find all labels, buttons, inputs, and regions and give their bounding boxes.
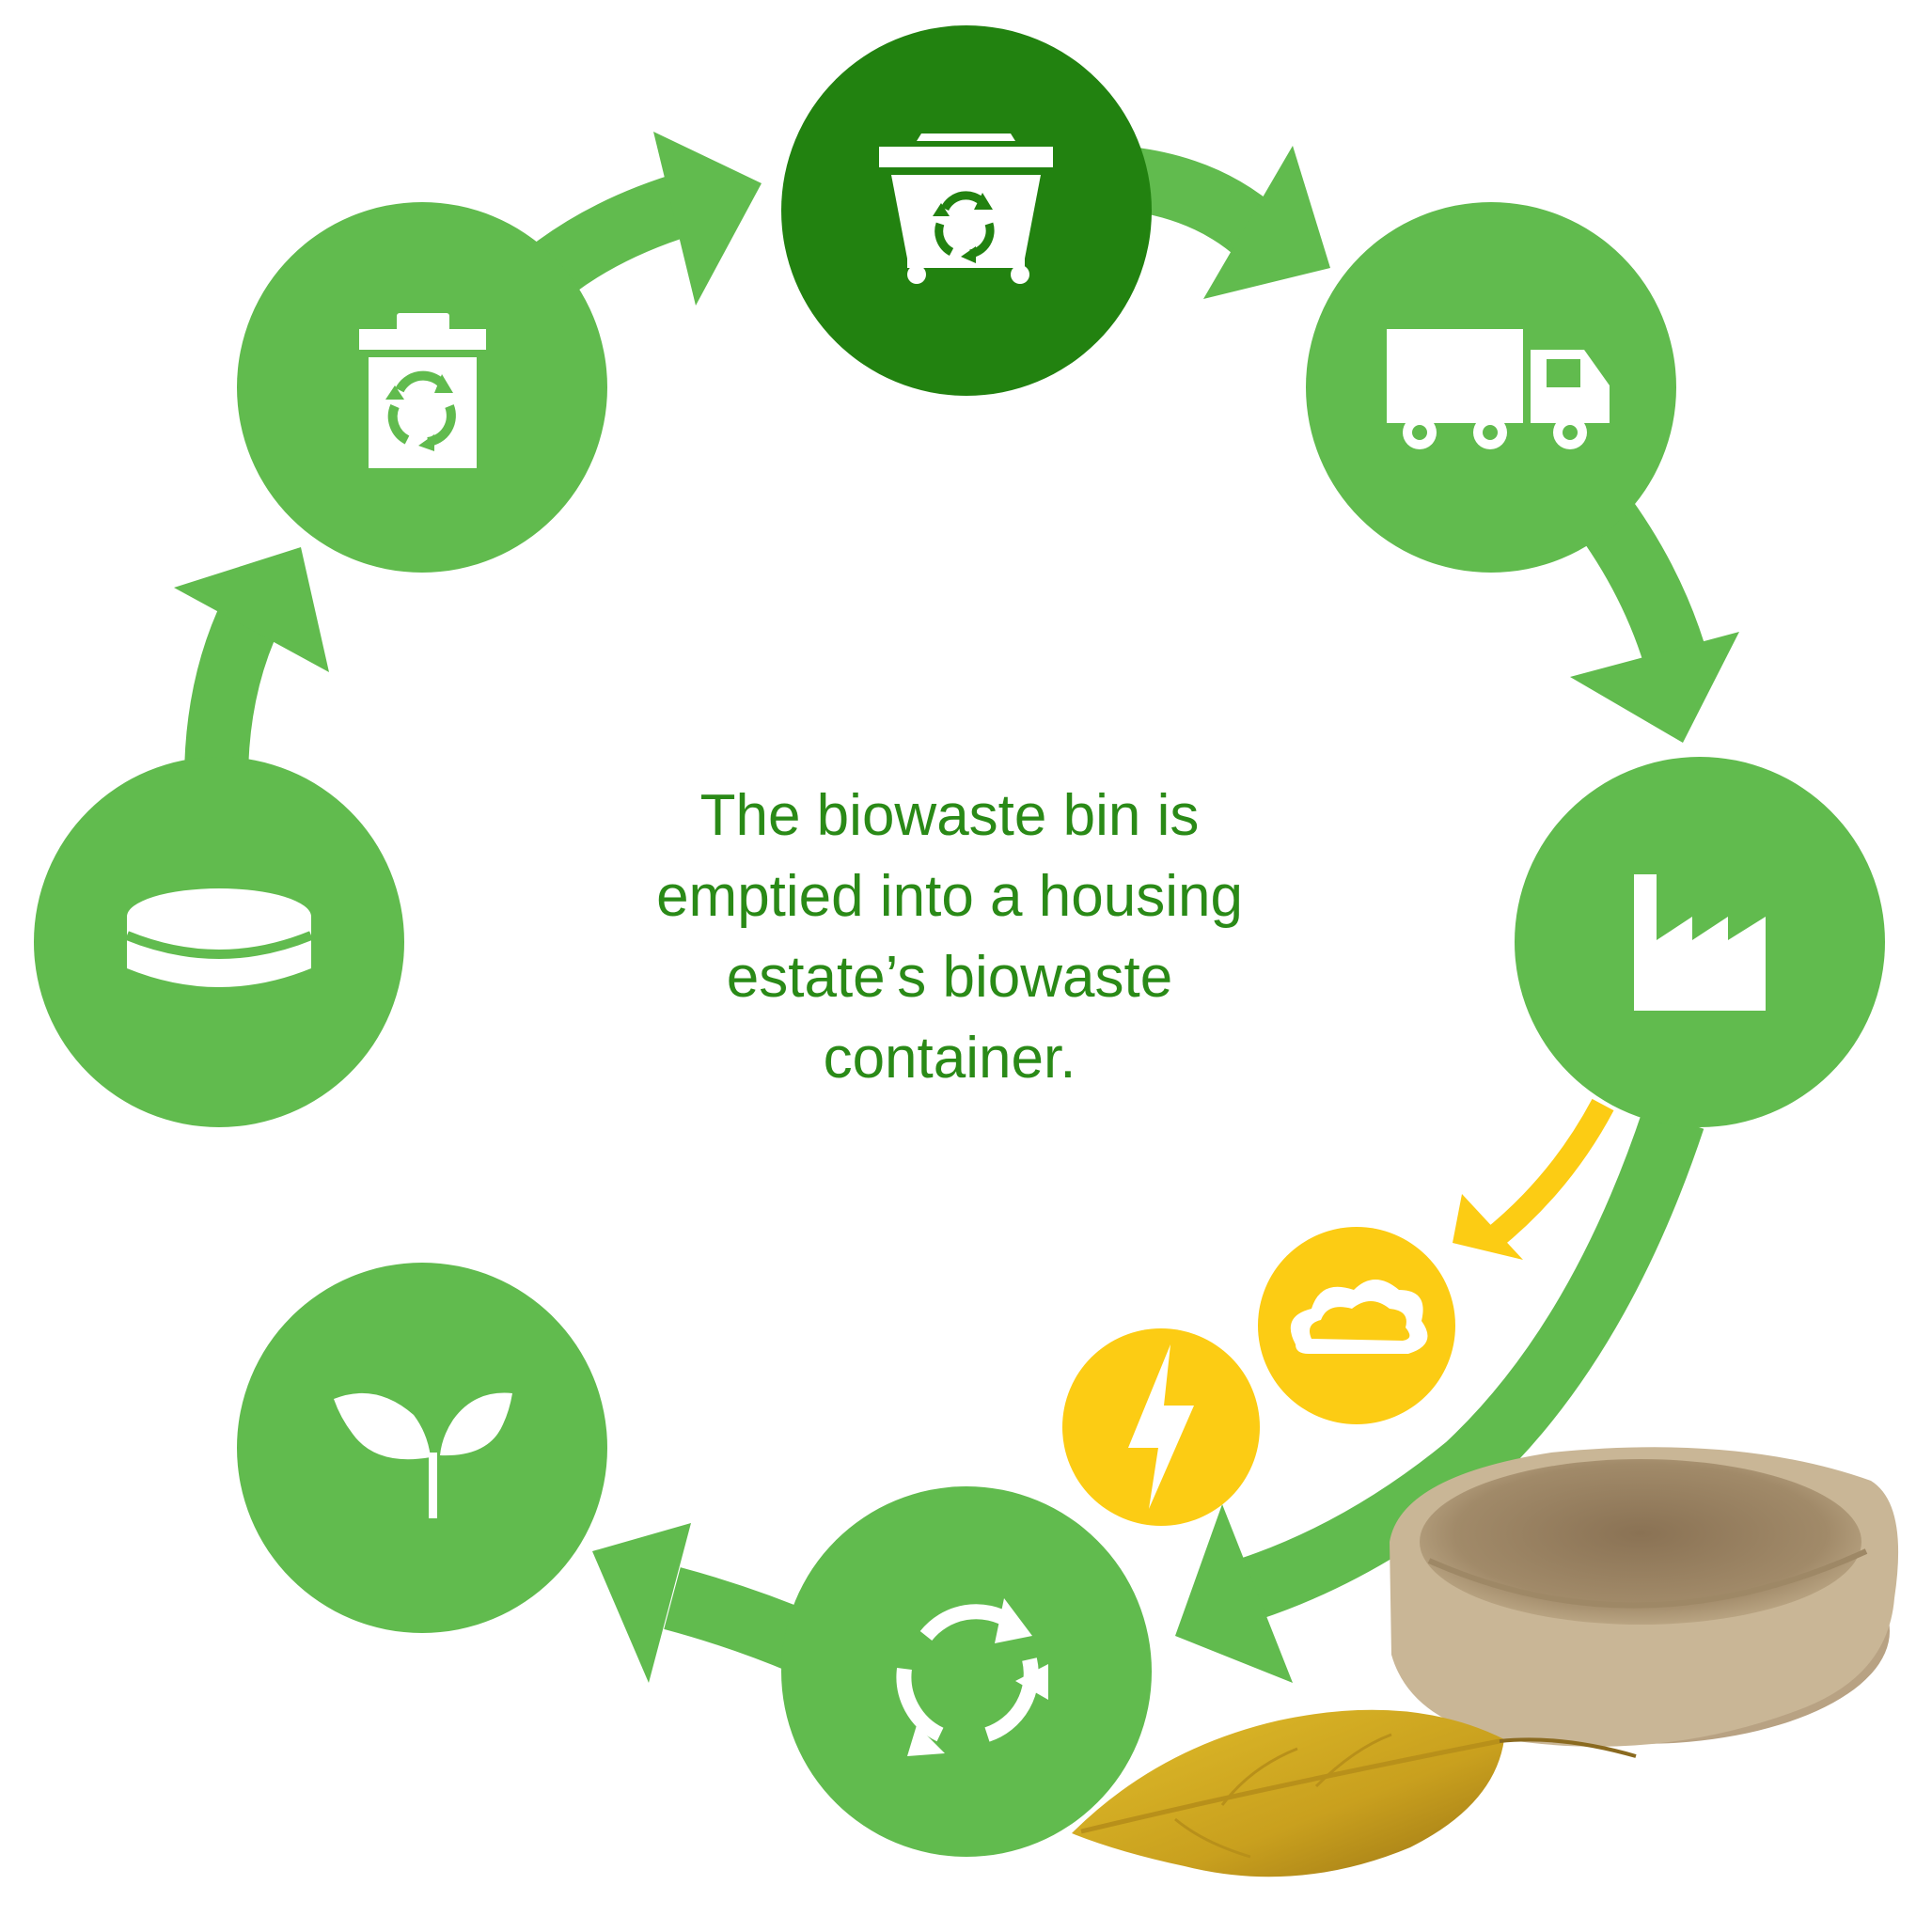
caption-line: estate’s biowaste [726,945,1173,1010]
recycling-bin-icon [359,313,486,468]
pellet-disc-icon [125,888,313,987]
caption-line: container. [823,1026,1076,1091]
step-plant [1515,757,1885,1127]
byproduct-electricity [1062,1328,1260,1526]
step-pellet [34,757,404,1127]
arrow-factory-to-recycling [1240,1108,1704,1620]
step-estate-container [781,25,1152,396]
byproduct-arrow [1453,1098,1614,1260]
arrow-head [1570,632,1739,743]
molded-bowl-photo [1390,1447,1899,1747]
step-recycling [781,1486,1152,1857]
step-transport [1306,202,1676,573]
arrow-head [592,1523,691,1683]
cloud-icon [1290,1280,1428,1354]
truck-icon [1387,329,1610,449]
caption-line: emptied into a housing [656,864,1243,929]
arrow-head [1203,146,1330,299]
step-kitchen-bin [237,202,607,573]
arrow-head [174,547,329,672]
arrow-bin-to-container [535,171,700,294]
arrow-head [1175,1504,1293,1683]
arrow-head [653,132,762,306]
factory-icon [1634,874,1766,1011]
sprout-icon [334,1392,512,1518]
lightning-icon [1128,1344,1194,1509]
arrow-truck-to-factory [1572,488,1709,677]
autumn-leaf-photo [1072,1709,1637,1877]
step-growth [237,1263,607,1633]
byproduct-biogas [1258,1227,1455,1424]
wheeled-container-icon [879,134,1053,284]
caption-line: The biowaste bin is [699,783,1200,848]
step-description: The biowaste bin is emptied into a housi… [573,776,1326,1099]
